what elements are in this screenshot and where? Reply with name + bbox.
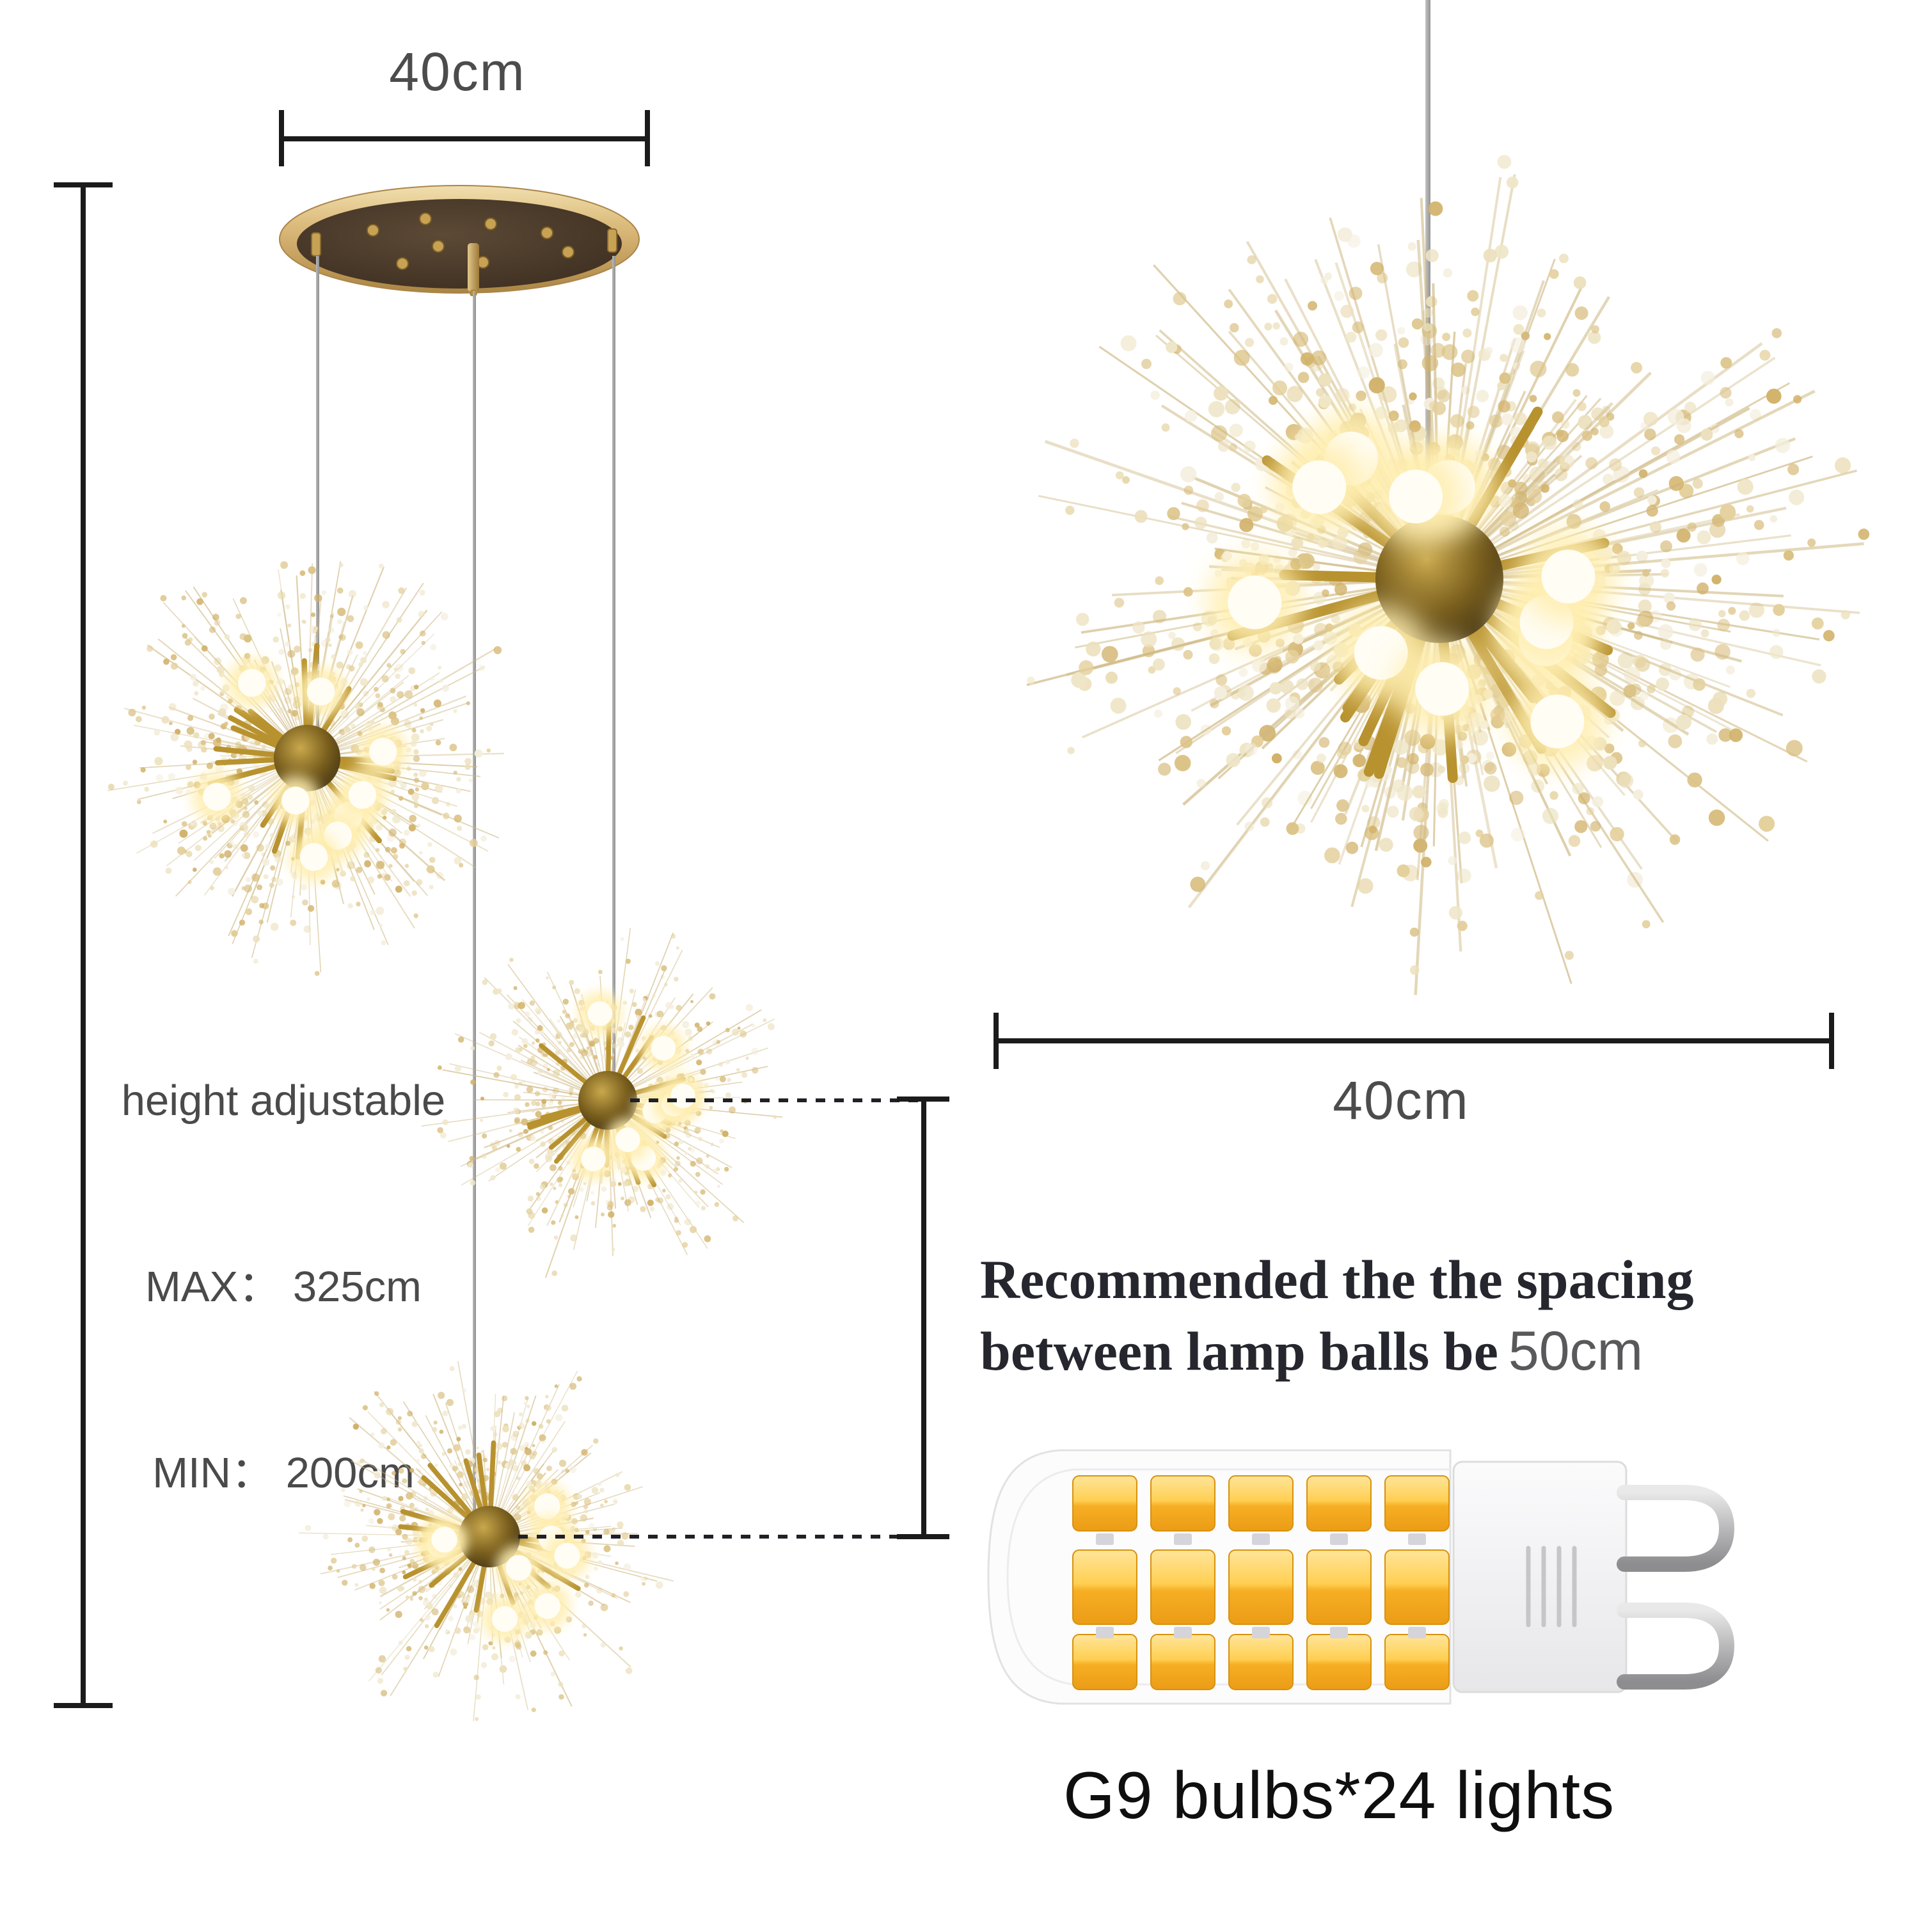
ball-width-dimension-line bbox=[996, 1038, 1834, 1043]
dimension-end-cap bbox=[1829, 1013, 1834, 1069]
dimension-end-cap bbox=[54, 1703, 113, 1708]
height-adjustable-note: height adjustable MAX： 325cm MIN： 200cm bbox=[88, 946, 479, 1628]
lamp-ball-top bbox=[83, 534, 531, 982]
bulb-base bbox=[1452, 1461, 1627, 1693]
spacing-value: 50cm bbox=[1508, 1320, 1643, 1382]
bulb-caption: G9 bulbs*24 lights bbox=[1063, 1759, 1615, 1833]
suspension-wire bbox=[473, 291, 476, 1537]
suspension-wire bbox=[612, 256, 615, 1100]
height-note-title: height adjustable bbox=[121, 1077, 446, 1125]
canopy-center-stem bbox=[468, 243, 479, 292]
height-dimension-line bbox=[81, 185, 86, 1706]
ball-core bbox=[274, 725, 340, 791]
lamp-ball-large bbox=[998, 138, 1881, 1020]
dimension-end-cap bbox=[645, 110, 650, 166]
suspension-wire bbox=[316, 256, 319, 758]
glowing-bulbs bbox=[192, 658, 408, 882]
spacing-note-line2-bold: between lamp balls be bbox=[980, 1320, 1498, 1382]
bulb-pin-top bbox=[1617, 1485, 1735, 1572]
lamp-ball-bottom bbox=[291, 1338, 688, 1735]
led-chips bbox=[1072, 1475, 1450, 1690]
spacing-note-line1: Recommended the the spacing bbox=[980, 1249, 1694, 1310]
canopy-screws bbox=[367, 212, 574, 270]
bulb-capsule-inner-edge bbox=[1006, 1468, 1450, 1686]
dandelion-ball-svg bbox=[299, 1361, 674, 1722]
dimension-end-cap bbox=[897, 1097, 949, 1102]
led-solder-pads bbox=[1096, 1533, 1426, 1638]
dimension-end-cap bbox=[994, 1013, 999, 1069]
lamp-ball-middle bbox=[416, 908, 800, 1292]
spacing-recommendation-note: Recommended the the spacing between lamp… bbox=[980, 1244, 1694, 1387]
ceiling-canopy bbox=[279, 185, 640, 296]
g9-bulb-figure bbox=[987, 1449, 1735, 1705]
dimension-end-cap bbox=[54, 182, 113, 187]
canopy-underside bbox=[297, 199, 622, 289]
dimension-end-cap bbox=[897, 1534, 949, 1539]
canopy-width-label: 40cm bbox=[389, 42, 526, 102]
dandelion-ball-svg bbox=[421, 928, 783, 1278]
ball-spacing-dimension-line bbox=[921, 1099, 926, 1539]
ball-core bbox=[578, 1071, 637, 1130]
ball-core bbox=[1375, 515, 1503, 643]
bulb-capsule bbox=[987, 1449, 1452, 1705]
dimension-end-cap bbox=[279, 110, 284, 166]
glowing-bulbs bbox=[1207, 410, 1617, 770]
height-note-min: MIN： 200cm bbox=[152, 1449, 415, 1497]
dandelion-ball-svg bbox=[1026, 155, 1870, 995]
suspension-wire bbox=[1425, 0, 1430, 576]
dandelion-ball-svg bbox=[107, 561, 504, 976]
ball-diameter-label: 40cm bbox=[1333, 1070, 1469, 1130]
ball-center-dashed-line bbox=[518, 1535, 922, 1539]
bulb-pin-bottom bbox=[1617, 1603, 1735, 1690]
bulb-base-vents bbox=[1526, 1546, 1577, 1627]
height-note-max: MAX： 325cm bbox=[145, 1263, 422, 1311]
glowing-bulbs bbox=[416, 1483, 590, 1642]
canopy-width-dimension-line bbox=[281, 136, 647, 141]
ball-center-dashed-line bbox=[630, 1098, 923, 1102]
